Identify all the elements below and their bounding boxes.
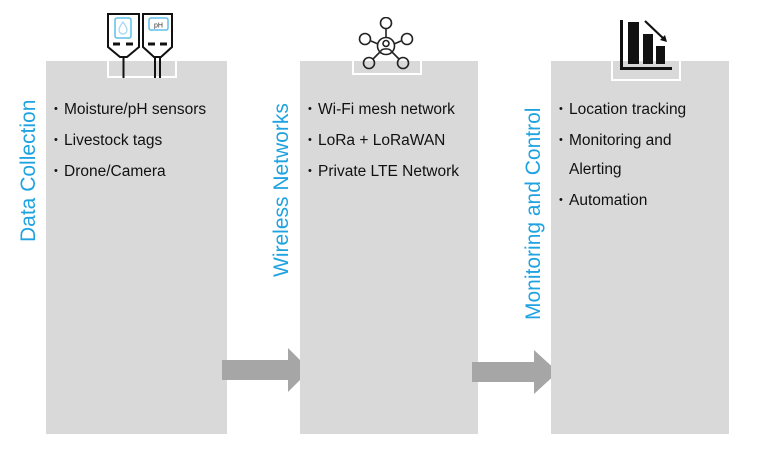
stage-panel-data-collection: Moisture/pH sensors Livestock tags Drone… (46, 61, 227, 434)
list-item: Livestock tags (54, 126, 221, 155)
sensor-probes-icon: pH (105, 12, 175, 80)
stage-items: Moisture/pH sensors Livestock tags Drone… (54, 95, 221, 188)
list-item: Drone/Camera (54, 157, 221, 186)
list-item: Wi-Fi mesh network (308, 95, 472, 124)
stage-title: Monitoring and Control (522, 107, 545, 320)
stage-items: Wi-Fi mesh network LoRa + LoRaWAN Privat… (308, 95, 472, 188)
stage-title: Wireless Networks (270, 103, 293, 277)
flow-arrow (472, 350, 560, 394)
stage-panel-wireless-networks: Wi-Fi mesh network LoRa + LoRaWAN Privat… (300, 61, 478, 434)
declining-bar-chart-icon (620, 20, 674, 72)
list-item: Monitoring and Alerting (559, 126, 723, 184)
list-item: Location tracking (559, 95, 723, 124)
network-hub-icon (357, 17, 417, 71)
icon-frame (352, 61, 422, 75)
list-item: Moisture/pH sensors (54, 95, 221, 124)
stage-title: Data Collection (17, 99, 40, 242)
svg-text:pH: pH (154, 23, 163, 30)
stage-items: Location tracking Monitoring and Alertin… (559, 95, 723, 217)
stage-panel-monitoring-and-control: Location tracking Monitoring and Alertin… (551, 61, 729, 434)
list-item: Automation (559, 186, 723, 215)
list-item: Private LTE Network (308, 157, 472, 186)
list-item: LoRa + LoRaWAN (308, 126, 472, 155)
flow-arrow (222, 348, 312, 392)
